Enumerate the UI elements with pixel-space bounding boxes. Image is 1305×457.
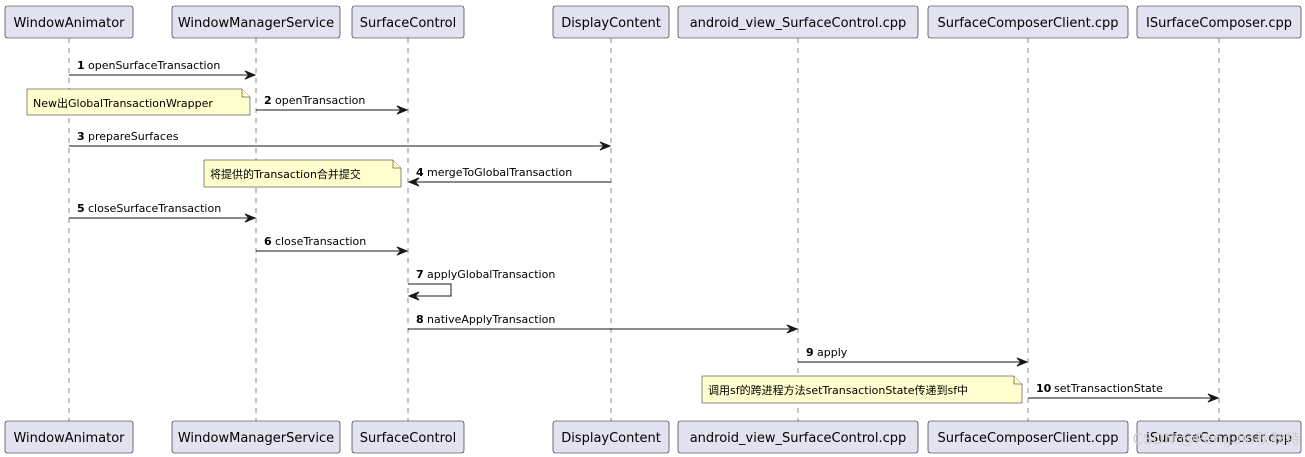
note-text: New出GlobalTransactionWrapper [33,96,213,110]
participant-top-2: WindowManagerService [171,5,341,39]
participant-label: SurfaceComposerClient.cpp [938,16,1119,31]
participant-top-7: ISurfaceComposer.cpp [1136,5,1302,39]
participant-top-1: WindowAnimator [4,5,134,39]
watermark-text: CSDN @Penguin秋秋特 [1133,430,1300,448]
message-label: nativeApplyTransaction [427,313,555,326]
message-label: setTransactionState [1054,382,1163,395]
note-text: 将提供的Transaction合并提交 [210,167,361,181]
message-number: 4 [416,166,424,179]
participant-bottom-1: WindowAnimator [4,420,134,454]
participant-label: WindowAnimator [13,16,125,31]
participant-top-6: SurfaceComposerClient.cpp [927,5,1129,39]
participant-label: WindowAnimator [13,431,125,446]
message-label: openSurfaceTransaction [88,59,220,72]
participant-bottom-4: DisplayContent [552,420,670,454]
participant-bottom-5: android_view_SurfaceControl.cpp [677,420,919,454]
message-number: 1 [77,59,85,72]
participant-label: ISurfaceComposer.cpp [1146,431,1292,446]
participant-label: WindowManagerService [178,16,334,31]
note-3: 调用sf的跨进程方法setTransactionState传递到sf中 [701,375,1023,404]
participant-top-3: SurfaceControl [351,5,465,39]
message-number: 3 [77,130,85,143]
message-number: 6 [264,235,272,248]
message-number: 2 [264,94,272,107]
message-number: 5 [77,202,85,215]
participant-label: DisplayContent [561,16,661,31]
message-number: 8 [416,313,424,326]
participant-top-4: DisplayContent [552,5,670,39]
participant-bottom-2: WindowManagerService [171,420,341,454]
participant-bottom-3: SurfaceControl [351,420,465,454]
message-label: mergeToGlobalTransaction [427,166,572,179]
participant-bottom-6: SurfaceComposerClient.cpp [927,420,1129,454]
participant-label: SurfaceControl [360,16,457,31]
message-label: openTransaction [275,94,365,107]
participant-label: SurfaceControl [360,431,457,446]
participant-label: WindowManagerService [178,431,334,446]
participant-bottom-7: ISurfaceComposer.cpp [1136,420,1302,454]
message-label: applyGlobalTransaction [427,268,555,281]
participant-label: SurfaceComposerClient.cpp [938,431,1119,446]
note-1: New出GlobalTransactionWrapper [26,88,251,116]
message-number: 9 [806,346,814,359]
message-label: prepareSurfaces [88,130,179,143]
message-label: closeTransaction [275,235,366,248]
participant-label: ISurfaceComposer.cpp [1146,16,1292,31]
note-text: 调用sf的跨进程方法setTransactionState传递到sf中 [708,383,968,397]
message-number: 7 [416,268,424,281]
participant-label: android_view_SurfaceControl.cpp [690,16,907,31]
participant-label: DisplayContent [561,431,661,446]
participant-label: android_view_SurfaceControl.cpp [690,431,907,446]
note-2: 将提供的Transaction合并提交 [203,159,402,188]
message-label: apply [817,346,848,359]
message-label: closeSurfaceTransaction [88,202,221,215]
message-number: 10 [1036,382,1052,395]
participant-top-5: android_view_SurfaceControl.cpp [677,5,919,39]
